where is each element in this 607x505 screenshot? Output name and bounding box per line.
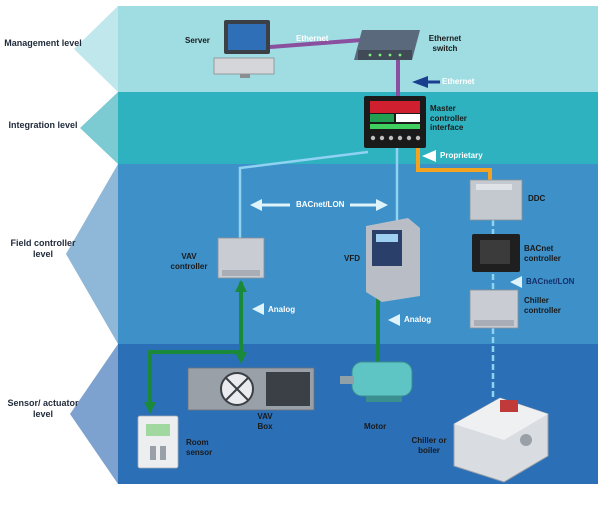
vfd-label: VFD (344, 254, 360, 263)
management-level-chevron (74, 6, 118, 92)
proprietary-label: Proprietary (440, 151, 483, 160)
vav-box-label: VAV Box (257, 412, 273, 431)
bacnet-controller-label: BACnet controller (524, 244, 561, 263)
server-label: Server (185, 36, 210, 45)
ddc-label: DDC (528, 194, 546, 203)
level-label-sensor: Sensor/ actuator level (7, 398, 79, 419)
analog-line-room-sensor (148, 350, 241, 410)
ethernet-top-label: Ethernet (296, 34, 329, 43)
chiller-controller-label: Chiller controller (524, 296, 561, 315)
chiller-boiler-label: Chiller or boiler (411, 436, 447, 455)
analog-arrow-vfd (388, 314, 400, 326)
room-sensor-label: Room sensor (186, 438, 213, 457)
level-label-field: Field controller level (10, 238, 76, 259)
analog-vfd-label: Analog (404, 315, 432, 324)
bacnet-lon-right-label: BACnet/LON (526, 277, 575, 286)
bacnet-line-left (238, 150, 369, 238)
ethernet-switch-icon (354, 30, 420, 60)
bacnet-arrow-left (250, 199, 262, 211)
ethernet-down-label: Ethernet (442, 77, 475, 86)
master-controller-label: Master controller interface (430, 104, 467, 132)
ethernet-arrow (412, 76, 428, 88)
bacnet-arrow-right (376, 199, 388, 211)
level-label-management: Management level (4, 38, 82, 48)
vav-box-icon (187, 367, 315, 411)
level-label-integration: Integration level (8, 120, 78, 130)
analog-arrow-vav (252, 303, 264, 315)
ddc-icon (469, 179, 523, 221)
ethernet-line-server-switch (269, 38, 363, 49)
vav-controller-label: VAV controller (170, 252, 208, 271)
motor-icon (340, 361, 413, 402)
vav-controller-icon (217, 237, 265, 279)
bacnet-arrow-chiller (510, 276, 522, 288)
server-icon (213, 20, 275, 78)
sensor-level-chevron (70, 344, 118, 484)
proprietary-arrow (422, 150, 436, 162)
vfd-icon (366, 218, 420, 302)
bacnet-lon-label: BACnet/LON (296, 200, 345, 209)
chiller-boiler-icon (453, 397, 549, 483)
chiller-controller-icon (469, 289, 519, 329)
proprietary-line (416, 140, 492, 182)
master-controller-icon (364, 96, 426, 148)
analog-vav-label: Analog (268, 305, 296, 314)
bacnet-controller-icon (472, 234, 520, 272)
room-sensor-icon (137, 415, 179, 469)
motor-label: Motor (364, 422, 387, 431)
ethernet-switch-label: Ethernet switch (428, 34, 462, 53)
field-level-chevron (66, 164, 118, 344)
integration-level-chevron (80, 92, 118, 164)
